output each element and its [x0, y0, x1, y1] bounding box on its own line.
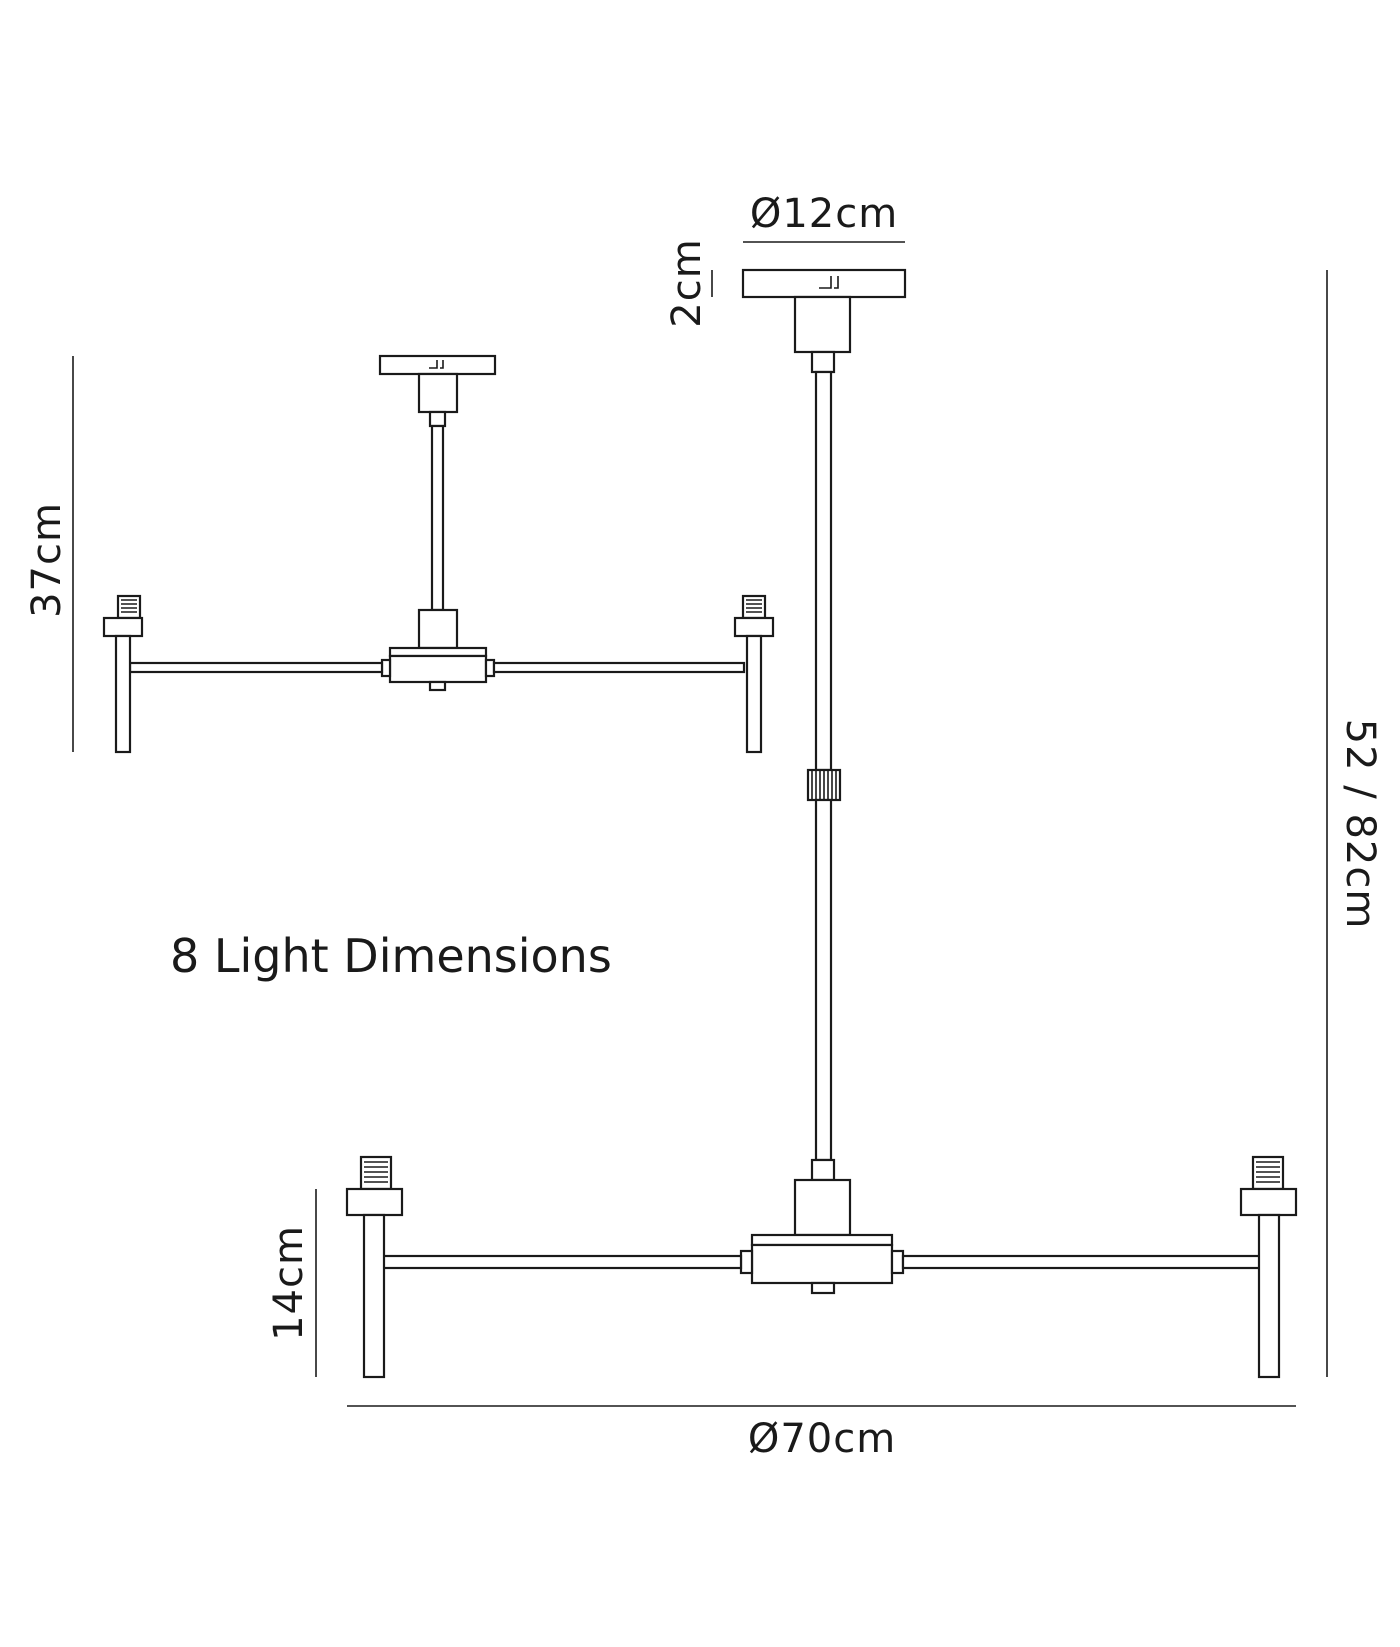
arm-height-label: 14cm — [266, 1225, 312, 1341]
short-drop-height-label: 37cm — [24, 502, 70, 618]
short-drop-fitting — [102, 354, 775, 754]
diagram-title: 8 Light Dimensions — [170, 929, 612, 983]
overall-diameter-label: Ø70cm — [748, 1416, 896, 1462]
plate-height-label: 2cm — [664, 238, 710, 327]
adjustable-height-label: 52 / 82cm — [1337, 719, 1383, 930]
plate-diameter-label: Ø12cm — [750, 191, 898, 237]
full-drop-fitting — [345, 268, 1298, 1379]
